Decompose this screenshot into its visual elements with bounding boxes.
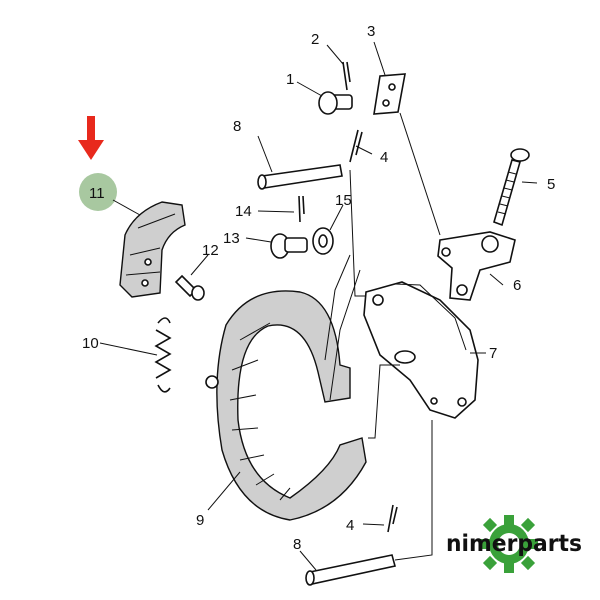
- brake-lever-assembly: [363, 281, 479, 419]
- rivet-bolt: [174, 274, 205, 301]
- callout-1: 1: [286, 71, 294, 88]
- long-pin-bottom: [305, 554, 396, 586]
- brake-band: [205, 290, 367, 521]
- callout-8-top: 8: [233, 118, 241, 135]
- callout-14: 14: [235, 203, 252, 220]
- callout-11: 11: [89, 185, 105, 202]
- adjuster-bracket: [437, 231, 516, 301]
- gear-icon: [480, 515, 538, 573]
- callout-12: 12: [202, 242, 219, 259]
- link-bracket: [373, 73, 406, 115]
- callout-8-bottom: 8: [293, 536, 301, 553]
- callout-6: 6: [513, 277, 521, 294]
- long-pin-top: [257, 164, 343, 190]
- pivot-pin: [270, 233, 308, 259]
- cotter-pin-small: [298, 195, 305, 223]
- part-11-highlight: [79, 173, 117, 211]
- callout-2: 2: [311, 31, 319, 48]
- cotter-pin-upper: [349, 129, 363, 163]
- callout-15: 15: [335, 192, 352, 209]
- washer: [312, 227, 334, 255]
- callout-5: 5: [547, 176, 555, 193]
- callout-9: 9: [196, 512, 204, 529]
- callout-13: 13: [223, 230, 240, 247]
- leader-lines: [99, 41, 538, 571]
- cotter-pin-top: [342, 61, 351, 91]
- callout-3: 3: [367, 23, 375, 40]
- adjusting-bolt: [493, 148, 530, 227]
- callout-4-bottom: 4: [346, 517, 354, 534]
- clevis-pin: [318, 91, 353, 115]
- callout-4-top: 4: [380, 149, 388, 166]
- return-spring: [154, 317, 172, 393]
- brake-lining-segment: [119, 201, 186, 298]
- callout-7: 7: [489, 345, 497, 362]
- nimerparts-logo: nimerparts: [446, 515, 582, 573]
- callout-10: 10: [82, 335, 99, 352]
- red-down-arrow-icon: [78, 116, 104, 160]
- cotter-pin-lower: [387, 504, 398, 533]
- logo-text: nimerparts: [446, 531, 582, 557]
- callout-labels: 1 2 3 4 4 5 6 7 8 8 9 10 11 12 13 14 15: [82, 23, 555, 553]
